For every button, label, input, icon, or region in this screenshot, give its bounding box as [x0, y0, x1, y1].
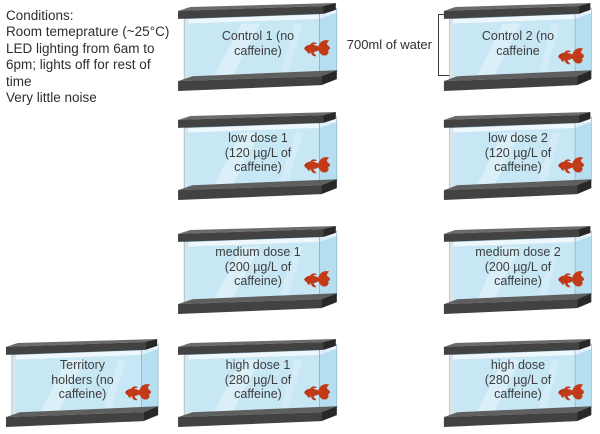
tank-label: low dose 2 (120 µg/L of caffeine) [484, 130, 552, 175]
tank-territory-holders: Territory holders (no caffeine) [4, 338, 165, 432]
tank-low-dose-2: low dose 2 (120 µg/L of caffeine) [442, 111, 598, 205]
tank-label: Control 2 (no caffeine [481, 29, 555, 58]
betta-fish-icon [304, 157, 330, 174]
water-volume-label: 700ml of water [346, 37, 432, 52]
betta-fish-icon [304, 40, 330, 57]
tank-label: medium dose 2 (200 µg/L of caffeine) [475, 244, 561, 289]
tank-label: high dose (280 µg/L of caffeine) [484, 357, 552, 402]
conditions-text: Conditions: Room temeprature (~25°C) LED… [6, 8, 170, 106]
tank-label: Control 1 (no caffeine) [221, 29, 295, 58]
betta-fish-icon [558, 384, 584, 401]
tank-label: Territory holders (no caffeine) [51, 357, 114, 402]
tank-medium-dose-1: medium dose 1 (200 µg/L of caffeine) [176, 225, 344, 319]
tank-label: high dose 1 (280 µg/L of caffeine) [224, 357, 292, 402]
tank-control-2: Control 2 (no caffeine [442, 2, 598, 96]
betta-fish-icon [558, 271, 584, 288]
tank-label: medium dose 1 (200 µg/L of caffeine) [215, 244, 301, 289]
betta-fish-icon [558, 48, 584, 65]
betta-fish-icon [125, 384, 151, 401]
betta-fish-icon [304, 384, 330, 401]
tank-low-dose-1: low dose 1 (120 µg/L of caffeine) [176, 111, 344, 205]
tank-label: low dose 1 (120 µg/L of caffeine) [224, 130, 292, 175]
betta-fish-icon [304, 271, 330, 288]
tank-medium-dose-2: medium dose 2 (200 µg/L of caffeine) [442, 225, 598, 319]
tank-high-dose-1: high dose 1 (280 µg/L of caffeine) [176, 338, 344, 432]
betta-fish-icon [558, 157, 584, 174]
tank-high-dose: high dose (280 µg/L of caffeine) [442, 338, 598, 432]
tank-control-1: Control 1 (no caffeine) [176, 2, 344, 96]
